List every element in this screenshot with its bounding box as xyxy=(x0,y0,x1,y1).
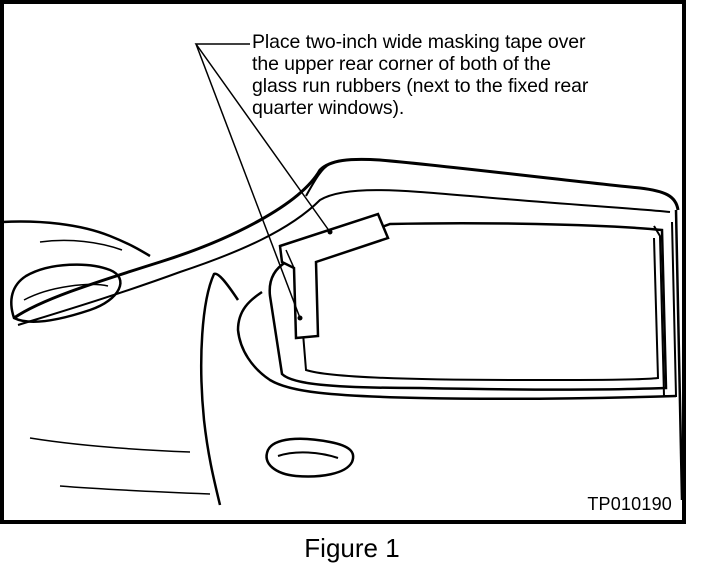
mirror-detail xyxy=(23,283,109,301)
door-handle xyxy=(265,437,355,478)
callout-line: Place two-inch wide masking tape over xyxy=(252,31,586,53)
rear-window-frame xyxy=(653,221,678,397)
body-crease-2 xyxy=(59,485,211,495)
leader-line xyxy=(195,43,301,319)
callout-text: Place two-inch wide masking tape over th… xyxy=(252,31,672,119)
drawing-id: TP010190 xyxy=(587,494,672,514)
masking-tape xyxy=(278,212,390,340)
door-handle-recess xyxy=(277,451,339,459)
figure-caption: Figure 1 xyxy=(304,533,400,563)
roof-inner-line xyxy=(17,189,671,326)
leader-end xyxy=(327,229,333,235)
windshield-left xyxy=(1,220,151,258)
cowl-line xyxy=(39,239,123,251)
mirror xyxy=(10,263,122,323)
callout-line: glass run rubbers (next to the fixed rea… xyxy=(252,75,589,97)
body-crease-1 xyxy=(29,437,191,453)
callout-line: the upper rear corner of both of the xyxy=(252,53,551,75)
door-frame-outer xyxy=(199,272,240,506)
leader-end xyxy=(297,315,303,321)
masking-tape-fold xyxy=(285,249,295,269)
quarter-edge xyxy=(674,209,684,501)
figure-border xyxy=(0,0,686,524)
roof-drip-rail xyxy=(305,163,331,197)
glass-run-rubber xyxy=(297,237,660,382)
callout-line: quarter windows). xyxy=(252,97,405,119)
door-frame-inner xyxy=(236,290,677,401)
roof-outline xyxy=(13,157,680,320)
window-opening xyxy=(268,222,668,391)
